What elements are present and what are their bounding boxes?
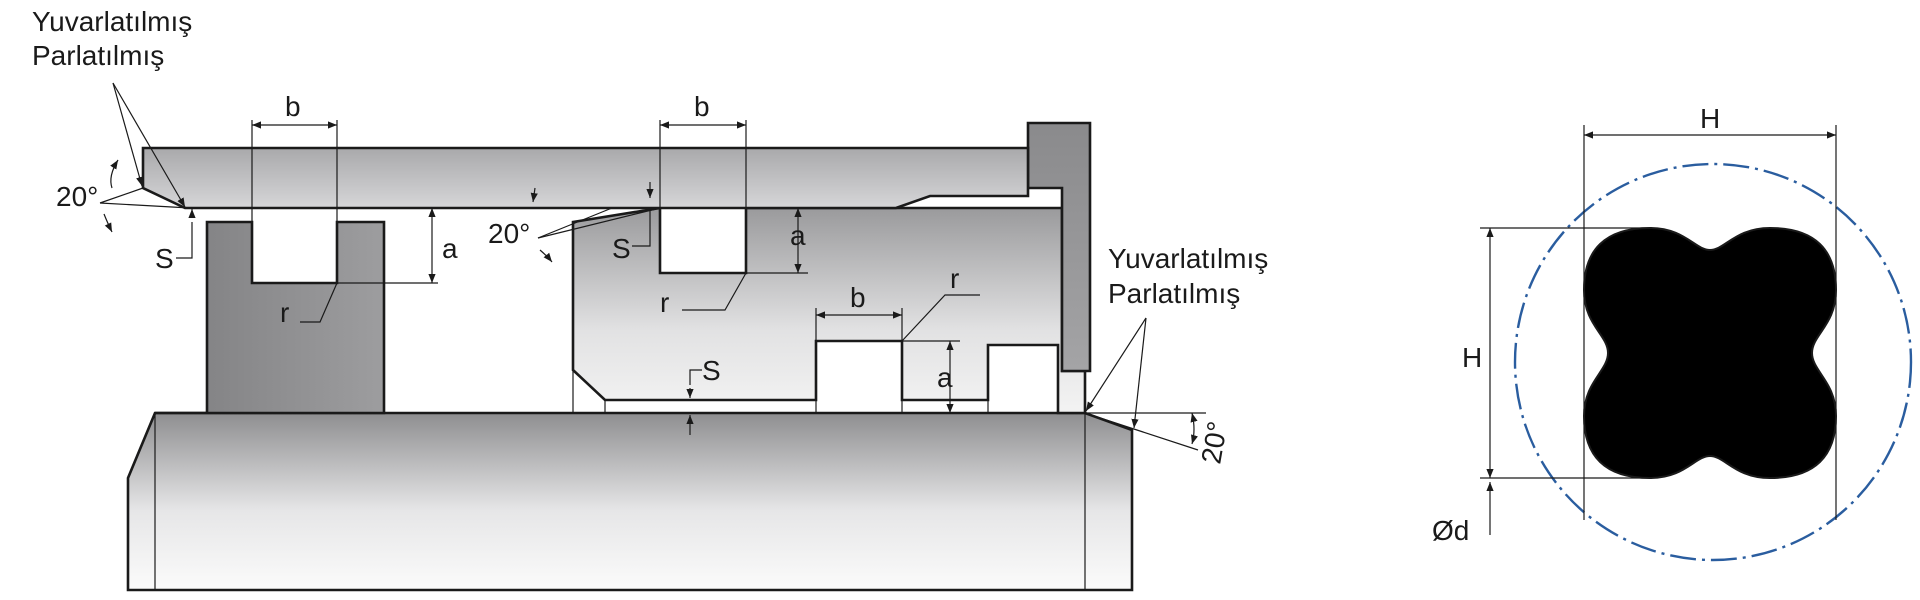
- shaft-body: [126, 411, 1134, 592]
- b-label-3: b: [850, 282, 866, 313]
- angle-leader: [537, 207, 613, 239]
- a-label-1: a: [442, 233, 458, 264]
- angle-label-left: 20°: [56, 181, 98, 212]
- r-leader: [901, 294, 980, 342]
- leader-line: [112, 82, 186, 208]
- polished-label-top: Parlatılmış: [32, 40, 164, 71]
- leader-line: [1131, 317, 1147, 429]
- r-label-1: r: [280, 297, 289, 328]
- s-leader: [632, 208, 651, 247]
- rounded-polished-label-right: Yuvarlatılmış: [1108, 243, 1268, 274]
- b-label-2: b: [694, 91, 710, 122]
- s-label-lower: S: [702, 355, 721, 386]
- od-label: Ød: [1432, 515, 1469, 546]
- b-label-1: b: [285, 91, 301, 122]
- angle-leader: [1084, 412, 1199, 451]
- angle-leader: [99, 187, 144, 204]
- plate-angle-tick: [530, 187, 538, 203]
- angle-arc: [103, 213, 113, 233]
- s-label-middle: S: [612, 233, 631, 264]
- r-label-3: r: [950, 263, 959, 294]
- r-label-2: r: [660, 287, 669, 318]
- leader-line: [1085, 317, 1147, 412]
- angle-label-middle: 20°: [488, 218, 530, 249]
- angle-leader: [99, 202, 191, 209]
- leader-line: [112, 82, 144, 187]
- housing-left: [155, 220, 386, 415]
- r-leader: [682, 272, 747, 311]
- rounded-polished-label-top: Yuvarlatılmış: [32, 6, 192, 37]
- s-leader: [689, 369, 702, 385]
- angle-arc: [110, 159, 119, 189]
- angle-label-right: 20°: [1195, 419, 1233, 466]
- polished-label-right: Parlatılmış: [1108, 278, 1240, 309]
- angle-arc: [539, 249, 553, 263]
- envelope-circle: [1513, 162, 1913, 562]
- h-label-left: H: [1462, 342, 1482, 373]
- quad-ring-section: [1582, 226, 1838, 480]
- angle-leader: [537, 207, 661, 239]
- r-leader: [300, 282, 338, 323]
- s-leader: [176, 222, 193, 259]
- s-label-left: S: [155, 243, 174, 274]
- top-plate: [141, 146, 1030, 210]
- h-label-top: H: [1700, 103, 1720, 134]
- angle-arc: [1190, 412, 1198, 445]
